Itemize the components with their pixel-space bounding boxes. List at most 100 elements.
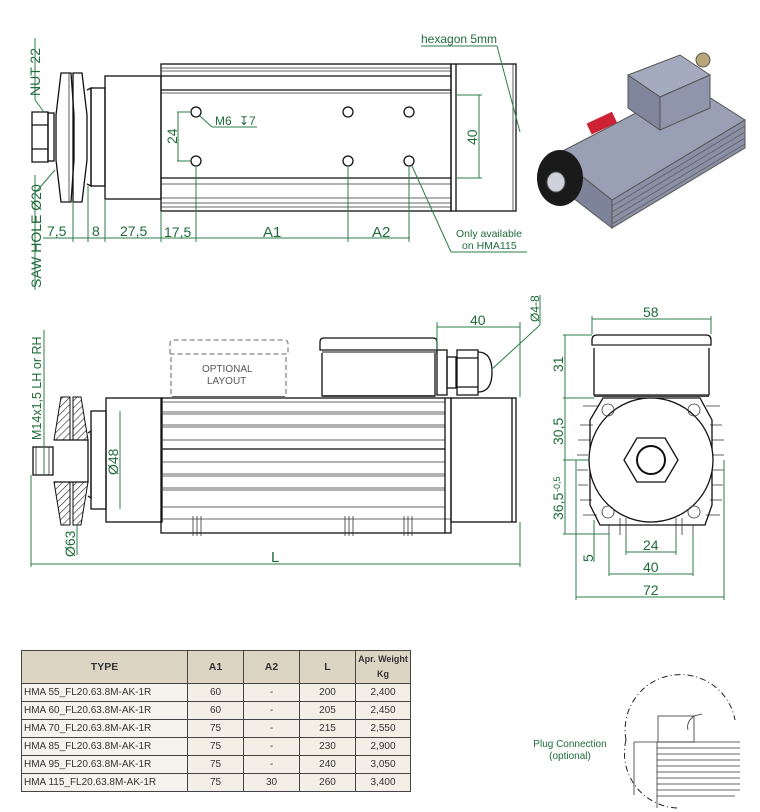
mount-hole (190, 106, 202, 118)
mount-hole (403, 155, 415, 167)
header-l: L (299, 650, 356, 684)
side-view: OPTIONAL LAYOUT M14x1,5 LH or RH Ø48 Ø63… (30, 295, 542, 567)
cell-weight: 2,900 (355, 737, 411, 756)
motor-body-top (160, 63, 452, 212)
end-cap-side (450, 397, 517, 523)
flange-small-side (90, 410, 107, 510)
nut-label: NUT 22 (27, 48, 43, 96)
cooling-fins-side (161, 401, 451, 520)
dia-63-label: Ø63 (62, 530, 78, 557)
dim-27-5: 27,5 (120, 223, 147, 239)
end-dimension-lines (563, 316, 725, 600)
cable-gland-base (436, 349, 448, 396)
flange-large (104, 75, 162, 200)
plug-label-line2: (optional) (549, 751, 591, 762)
flange-small (90, 87, 106, 187)
cell-type: HMA 70_FL20.63.8M-AK-1R (21, 719, 188, 738)
end-72-label: 72 (643, 582, 659, 598)
cell-a2: - (243, 683, 300, 702)
nut-collar (47, 112, 55, 162)
cell-l: 200 (299, 683, 356, 702)
pulley-left (55, 72, 75, 203)
cell-a2: - (243, 701, 300, 720)
pulley-section-upper (53, 396, 71, 441)
cell-l: 215 (299, 719, 356, 738)
pulley-right (72, 72, 88, 203)
cell-l: 240 (299, 755, 356, 774)
dim-7-5: 7,5 (47, 223, 67, 239)
optional-label-1: OPTIONAL (202, 364, 253, 375)
cable-gland-cap (477, 351, 493, 393)
terminal-box (319, 337, 438, 397)
cell-l: 260 (299, 773, 356, 792)
cell-a2: - (243, 737, 300, 756)
dim-a1: A1 (263, 224, 281, 241)
cell-type: HMA 60_FL20.63.8M-AK-1R (21, 701, 188, 720)
end-31-label: 31 (550, 356, 566, 372)
cell-weight: 3,050 (355, 755, 411, 774)
plug-label-line1: Plug Connection (533, 739, 607, 750)
cell-type: HMA 115_FL20.63.8M-AK-1R (21, 773, 188, 792)
side-dimension-lines (30, 295, 541, 567)
plug-connection-label: Plug Connection (optional) (530, 739, 610, 763)
cell-a1: 75 (187, 755, 244, 774)
pulley-section-lower-2 (72, 481, 89, 526)
cell-a2: 30 (243, 773, 300, 792)
mount-hole (342, 106, 354, 118)
cell-type: HMA 55_FL20.63.8M-AK-1R (21, 683, 188, 702)
cell-weight: 2,450 (355, 701, 411, 720)
end-tol-label: -0,5 (552, 476, 562, 492)
end-36-5-label: 36,5 (550, 493, 566, 520)
end-cap-top (450, 63, 517, 212)
thread-size-label: M14x1,5 LH or RH (30, 336, 44, 440)
foot-marks (192, 516, 413, 536)
end-58-label: 58 (643, 304, 659, 320)
hexagon-label: hexagon 5mm (421, 32, 497, 46)
cell-a1: 60 (187, 683, 244, 702)
cell-weight: 2,550 (355, 719, 411, 738)
table-row: HMA 55_FL20.63.8M-AK-1R 60 - 200 2,400 (21, 683, 411, 702)
table-row: HMA 60_FL20.63.8M-AK-1R 60 - 205 2,450 (21, 701, 411, 720)
cell-weight: 2,400 (355, 683, 411, 702)
cable-gland-nut (456, 349, 479, 396)
table-row: HMA 95_FL20.63.8M-AK-1R 75 - 240 3,050 (21, 755, 411, 774)
cell-a1: 75 (187, 719, 244, 738)
cell-a1: 75 (187, 737, 244, 756)
end-40-label: 40 (643, 559, 659, 575)
cell-type: HMA 95_FL20.63.8M-AK-1R (21, 755, 188, 774)
dim-8: 8 (92, 223, 100, 239)
end-30-5-label: 30,5 (550, 418, 566, 445)
motor-body-side (160, 397, 452, 534)
thread-label: M6 (215, 114, 232, 128)
cell-a2: - (243, 755, 300, 774)
end-terminal-box (591, 334, 712, 396)
end-5-label: 5 (580, 554, 596, 562)
pulley-section-lower (53, 481, 71, 526)
end-cooling-fins (577, 405, 724, 516)
cell-a2: - (243, 719, 300, 738)
cell-a1: 75 (187, 773, 244, 792)
table-row: HMA 70_FL20.63.8M-AK-1R 75 - 215 2,550 (21, 719, 411, 738)
top-view: NUT 22 SAW HOLE Ø20 7,5 8 27,5 17,5 A1 A… (27, 32, 527, 290)
header-a2: A2 (243, 650, 300, 684)
cable-gland-neck (446, 356, 457, 389)
end-24-label: 24 (643, 537, 659, 553)
end-foot (608, 518, 694, 535)
header-weight-line2: Kg (377, 669, 389, 679)
nut-shape (31, 111, 49, 163)
flange-large-side (105, 397, 163, 523)
plug-connector (687, 713, 703, 731)
motor-3d-render (537, 52, 746, 230)
plug-box (657, 715, 695, 743)
width-40-label: 40 (464, 129, 480, 145)
only-available-label: Only available (456, 228, 522, 240)
cell-type: HMA 85_FL20.63.8M-AK-1R (21, 737, 188, 756)
shaft-thread (32, 446, 54, 476)
table-row: HMA 115_FL20.63.8M-AK-1R 75 30 260 3,400 (21, 773, 411, 792)
end-view: 58 31 30,5 36,5 -0,5 5 24 40 72 (550, 304, 725, 600)
mount-hole (190, 155, 202, 167)
plug-fins (656, 742, 740, 808)
